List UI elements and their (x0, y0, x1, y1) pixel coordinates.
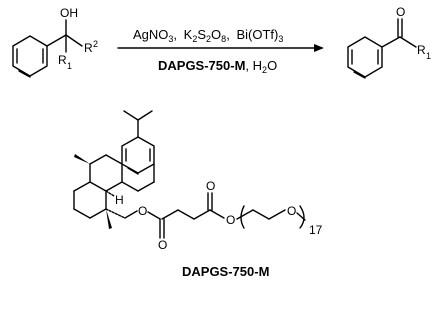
conditions-surfactant-name: DAPGS-750-M (158, 58, 245, 73)
lower-ring (73, 181, 107, 219)
surfactant-structure: H O O O O O (73, 110, 323, 279)
reactant-aryl-bond (46, 34, 67, 47)
product-r1-label: R (417, 43, 426, 57)
angular-methyl-wedge (74, 154, 90, 164)
saturated-ring (89, 154, 123, 192)
aromatic-ring (121, 136, 155, 175)
ester-oxygen-1: O (138, 204, 147, 218)
carbonyl-oxygen-1: O (158, 238, 167, 252)
quaternary-methyl-wedge (106, 209, 112, 229)
reactant-benzene-ring (12, 35, 48, 78)
surfactant-name-label: DAPGS-750-M (182, 264, 269, 279)
conditions-line: DAPGS-750-M, H2O (158, 58, 277, 75)
product-structure: O R 1 (347, 5, 431, 79)
reactant-r2-subscript: 2 (93, 39, 98, 49)
reactant-r2-label: R (84, 41, 93, 55)
reaction-arrow-head (314, 44, 324, 52)
h-bond (105, 190, 115, 197)
product-o-label: O (396, 5, 405, 19)
ester-oxygen-2: O (226, 213, 235, 227)
repeat-bracket-right (299, 205, 305, 229)
reactant-r1-subscript: 1 (67, 61, 72, 71)
reactant-oh-label: OH (60, 6, 78, 20)
reactant-r1-label: R (58, 53, 67, 67)
reagents-line: AgNO3, K2S2O8, Bi(OTf)3 (133, 27, 283, 44)
reactant-structure: OH R 2 R 1 (12, 6, 98, 78)
carbonyl-oxygen-2: O (206, 179, 215, 193)
ch2o-hashed-bond (105, 208, 126, 219)
product-benzene-ring (347, 36, 383, 79)
reaction-conditions: AgNO3, K2S2O8, Bi(OTf)3 DAPGS-750-M, H2O (117, 27, 324, 75)
product-r1-bond (399, 36, 417, 48)
middle-ring (121, 163, 155, 192)
surfactant-h-label: H (115, 193, 124, 207)
succinate-linker: O O O O (124, 179, 235, 252)
peg-oxygen: O (287, 204, 296, 218)
peg-repeat-unit: O 17 (236, 204, 323, 237)
product-r1-subscript: 1 (426, 51, 431, 61)
repeat-count: 17 (309, 223, 323, 237)
reactant-r2-bond (65, 34, 83, 47)
isopropyl-group (123, 110, 153, 138)
product-aryl-bond (381, 36, 401, 48)
